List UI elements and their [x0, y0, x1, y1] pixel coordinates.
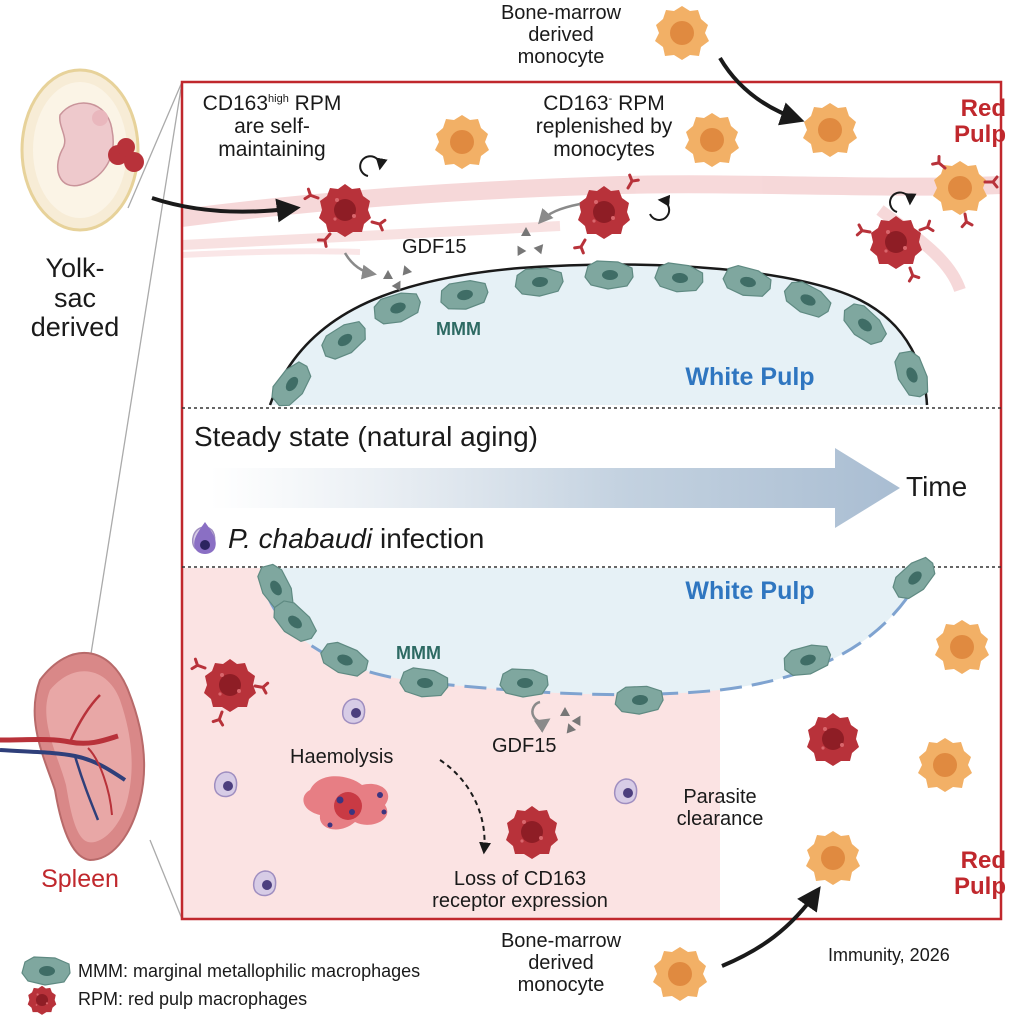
white-pulp-bottom-label: White Pulp [685, 577, 815, 605]
legend-rpm-icon [27, 985, 57, 1015]
zoom-line-bottom [89, 81, 183, 661]
cd163-high-rest: are self- maintaining [218, 115, 326, 162]
gdf15-loop-bottom [531, 700, 551, 733]
legend-rpm-label: RPM: red pulp macrophages [78, 989, 308, 1009]
gdf15-bottom-label: GDF15 [492, 735, 557, 757]
blood-vessels [180, 175, 1002, 293]
gdf15-arrow-top-left [343, 252, 377, 280]
spleen-icon [0, 652, 146, 862]
parasite-clearance-label: Parasite clearance [676, 786, 764, 830]
cd163-neg-prefix: CD163 [543, 92, 609, 115]
white-pulp-top-border [268, 263, 929, 406]
red-pulp-bottom-label: Red Pulp [954, 847, 1006, 901]
red-pulp-top-label: Red Pulp [954, 95, 1006, 149]
haemolysis-label: Haemolysis [290, 746, 394, 768]
loss-cd163-label: Loss of CD163 receptor expression [432, 868, 608, 912]
spleen-zoom-frame [180, 80, 1003, 921]
infection-label: P. chabaudi infection [228, 523, 588, 555]
cd163-high-sup: high [268, 93, 289, 105]
white-pulp-bottom [262, 568, 925, 695]
parasite-drop-icon [194, 522, 216, 554]
gdf15-top-label: GDF15 [402, 236, 467, 258]
cd163-neg-sup: - [608, 93, 613, 105]
yolk-sac-arrow [151, 196, 301, 223]
mmm-top-label: MMM [436, 319, 481, 339]
gdf15-arrow-top-right [538, 202, 581, 225]
white-pulp-top [270, 264, 927, 405]
infection-suffix: infection [372, 523, 485, 554]
yolk-sac-embryo-icon [20, 68, 144, 232]
citation-label: Immunity, 2026 [828, 945, 950, 965]
zoom-line-spleen [149, 839, 183, 920]
cd163-high-prefix: CD163 [202, 92, 269, 115]
infection-species: P. chabaudi [228, 523, 373, 554]
haemolysis-icon [303, 776, 389, 830]
top-monocyte-label: Bone-marrow derived monocyte [500, 2, 622, 68]
white-pulp-bottom-border [260, 567, 927, 697]
zoom-line-top [127, 81, 183, 209]
cd163-neg-rest: replenished by monocytes [535, 115, 673, 162]
time-label: Time [906, 471, 968, 502]
haemolysis-arrow [439, 759, 491, 855]
monocyte-arrow-bottom [721, 886, 821, 968]
monocyte-arrow-top [718, 56, 805, 126]
white-pulp-top-label: White Pulp [685, 363, 815, 391]
cd163-high-label: CD163high RPM are self- maintaining [192, 92, 352, 161]
cd163-neg-suffix: RPM [612, 92, 665, 115]
yolk-sac-label: Yolk- sac derived [30, 253, 120, 343]
legend-mmm-icon [21, 956, 71, 986]
spleen-label: Spleen [41, 865, 119, 893]
mmm-bottom-label: MMM [396, 643, 441, 663]
bottom-monocyte-label: Bone-marrow derived monocyte [500, 930, 622, 996]
legend-mmm-label: MMM: marginal metallophilic macrophages [78, 961, 421, 981]
self-renewal-loops [359, 155, 917, 221]
cd163-high-suffix: RPM [288, 92, 342, 115]
time-arrow [210, 448, 900, 528]
cd163-neg-label: CD163- RPM replenished by monocytes [520, 92, 688, 161]
steady-state-label: Steady state (natural aging) [194, 421, 538, 452]
